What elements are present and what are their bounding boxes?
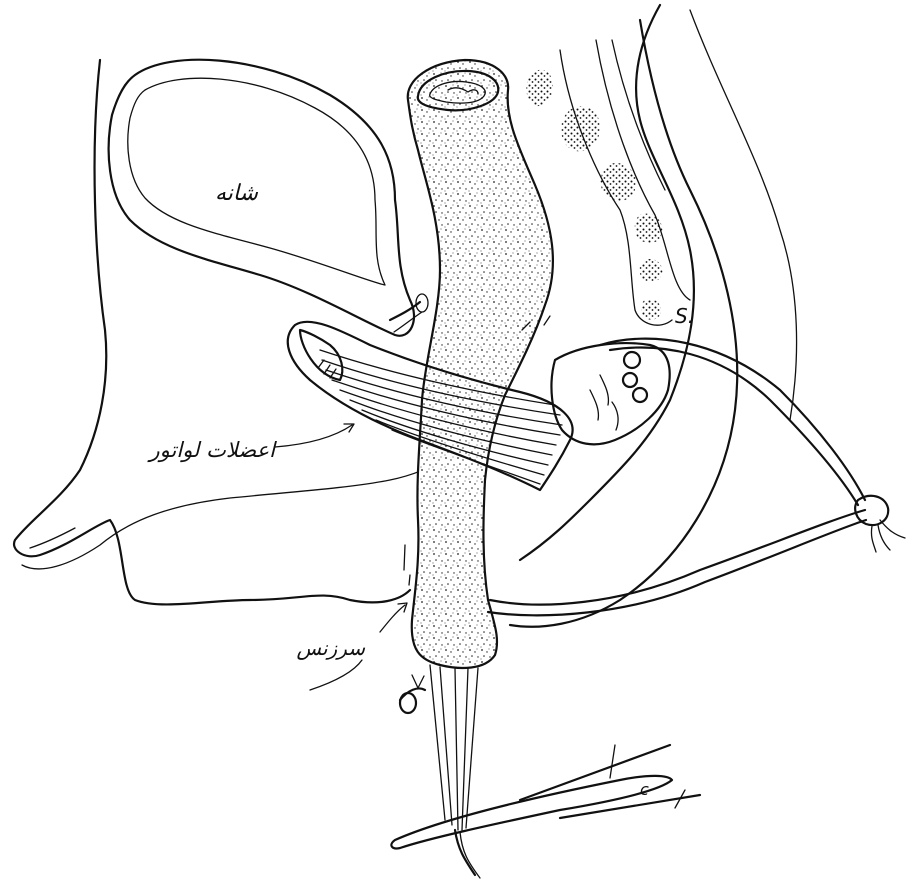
bladder: شانه — [109, 60, 414, 336]
rectum — [408, 60, 553, 668]
rectum-body — [408, 60, 553, 668]
bladder-outer-wall — [109, 60, 414, 336]
suture-lower-strand-2 — [488, 520, 866, 615]
body-outline-left — [14, 60, 410, 604]
catheter-end — [400, 693, 416, 713]
prostate-label-group: سرزنس — [296, 603, 407, 690]
anal-ring-3 — [633, 388, 647, 402]
levator-label-group: اعضلات لواتور — [147, 424, 354, 463]
sacral-vertebra-3 — [601, 163, 636, 201]
prostate-label-curve — [310, 660, 362, 690]
instrument-handle-inner — [610, 745, 615, 778]
anal-ring-1 — [624, 352, 640, 368]
tissue-mark-4 — [544, 316, 550, 325]
levator-label: اعضلات لواتور — [147, 438, 278, 463]
tissue-mark-2 — [409, 575, 410, 585]
anal-folds — [590, 375, 618, 430]
sacral-vertebra-6 — [641, 299, 661, 320]
levator-label-arrowhead — [344, 424, 354, 432]
catheter-stump — [400, 675, 425, 713]
surgical-instrument: c — [391, 745, 700, 848]
levator-label-arrow — [275, 425, 352, 447]
instrument-blade — [391, 776, 672, 849]
suture-strands — [430, 665, 478, 830]
instrument-label: c — [640, 780, 649, 799]
catheter-arrow — [412, 675, 424, 688]
prostate-label-arrow — [380, 605, 405, 632]
body-outline-far-right — [510, 20, 737, 627]
bladder-label: شانه — [215, 181, 259, 206]
prostate-area-label: سرزنس — [296, 636, 365, 660]
perineal-fold — [30, 528, 75, 548]
tissue-mark-1 — [404, 545, 405, 570]
sacral-vertebra-1 — [526, 70, 553, 106]
suture-lower-strand — [490, 510, 865, 605]
sacral-vertebra-5 — [640, 259, 663, 282]
body-outline-left-inner — [22, 455, 455, 569]
sacral-vertebra-4 — [635, 214, 662, 243]
anal-ring-2 — [623, 373, 637, 387]
suture-upper-strand-2 — [610, 348, 858, 505]
